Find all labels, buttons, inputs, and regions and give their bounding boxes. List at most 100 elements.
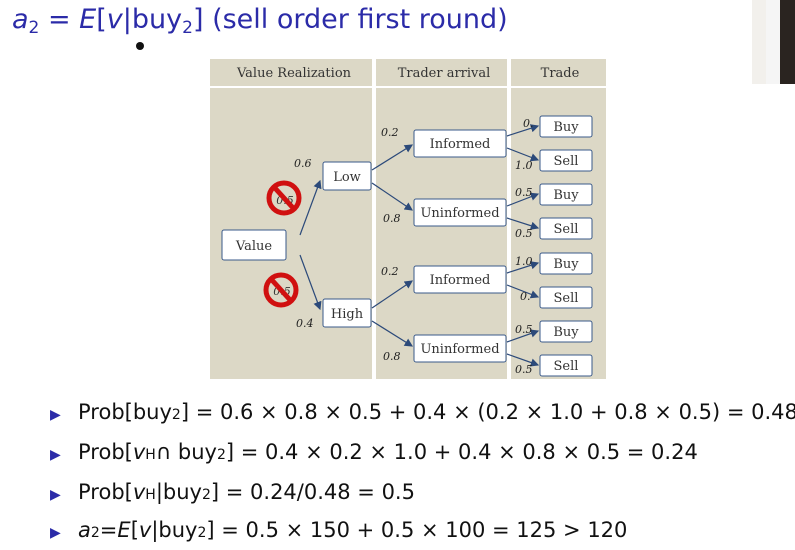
edge-inf1-sell — [506, 147, 540, 162]
prob-uninformed-2: 0.8 — [383, 350, 401, 363]
b4-sub: 2 — [197, 525, 207, 541]
tree-edges — [299, 124, 540, 367]
b2-pre: Prob[ — [78, 440, 133, 464]
label-trade-8: Sell — [554, 359, 579, 374]
bullet-triangle-icon: ▶ — [50, 407, 61, 423]
label-trade-2: Sell — [554, 154, 579, 169]
title-a-sub: 2 — [28, 18, 40, 38]
prob-trade-4: 0.5 — [515, 227, 533, 240]
node-uninformed-2 — [413, 334, 507, 363]
label-value: Value — [235, 239, 272, 254]
edge-uninf1-buy — [506, 192, 540, 207]
b2-post: ] = 0.4 × 0.2 × 1.0 + 0.4 × 0.8 × 0.5 = … — [225, 440, 698, 464]
b4-eq: = — [99, 518, 118, 542]
b2-v: v — [132, 440, 146, 464]
b3-sup: H — [145, 487, 156, 503]
webcam-thumbnail — [752, 0, 795, 84]
node-trade-4 — [539, 217, 593, 240]
node-low — [322, 161, 372, 191]
title-buy-sub: 2 — [182, 18, 193, 38]
prob-trade-2: 1.0 — [515, 159, 533, 172]
edge-uninf1-sell — [506, 217, 540, 230]
edge-high-uninformed — [371, 320, 414, 347]
label-trade-3: Buy — [553, 188, 579, 203]
forbid-slash-upper — [272, 185, 296, 211]
node-uninformed-1 — [413, 198, 507, 227]
b4-a-sub: 2 — [90, 525, 100, 541]
label-trade-1: Buy — [553, 120, 579, 135]
slide-title: a2 = E[v|buy2] (sell order first round) — [12, 4, 508, 38]
forbidden-sign-lower: 0.5 — [263, 272, 299, 308]
title-note: (sell order first round) — [203, 4, 508, 35]
prob-trade-8: 0.5 — [515, 363, 533, 376]
node-value — [221, 229, 287, 261]
b3-mid: |buy — [155, 480, 202, 504]
prob-trade-3: 0.5 — [515, 186, 533, 199]
node-trade-8 — [539, 354, 593, 377]
edge-probabilities: 0.6 0.4 0.2 0.8 0.2 0.8 0. 1.0 0.5 0.5 1… — [294, 117, 534, 376]
label-trade-6: Sell — [554, 291, 579, 306]
node-trade-3 — [539, 183, 593, 206]
forbid-circle-lower — [263, 272, 299, 308]
b4-a: a — [78, 518, 91, 542]
prob-informed-2: 0.2 — [381, 265, 399, 278]
prob-informed-1: 0.2 — [381, 126, 399, 139]
label-informed-1: Informed — [430, 137, 491, 152]
bullet-triangle-icon: ▶ — [50, 525, 61, 541]
forbid-slash-lower — [269, 277, 293, 303]
header-value-realization: Value Realization — [236, 66, 352, 81]
node-labels: Value Low High Informed Uninformed Infor… — [235, 120, 579, 374]
label-high: High — [331, 307, 364, 322]
b3-sub: 2 — [201, 487, 211, 503]
title-eq: = — [39, 4, 80, 35]
title-open: [ — [96, 4, 107, 35]
webcam-presenter — [766, 0, 780, 84]
b1-sub: 2 — [171, 407, 181, 423]
tree-node-boxes — [221, 115, 593, 377]
prob-trade-1: 0. — [523, 117, 534, 130]
label-uninformed-2: Uninformed — [420, 342, 499, 357]
edge-inf2-buy — [506, 261, 540, 274]
header-trade: Trade — [541, 66, 580, 81]
b4-open: [ — [130, 518, 139, 542]
node-trade-6 — [539, 286, 593, 309]
title-v: v — [106, 4, 123, 35]
title-a: a — [12, 4, 29, 35]
label-trade-7: Buy — [553, 325, 579, 340]
b2-sup: H — [145, 447, 156, 463]
edge-value-low — [299, 179, 322, 236]
prob-trade-7: 0.5 — [515, 323, 533, 336]
b4-E: E — [117, 518, 131, 542]
prob-low: 0.6 — [294, 157, 312, 170]
title-E: E — [79, 4, 97, 35]
b2-mid: ∩ buy — [155, 440, 217, 464]
label-trade-4: Sell — [554, 222, 579, 237]
edge-value-high — [299, 254, 322, 311]
tree-svg: Value Realization Trader arrival Trade — [210, 59, 606, 379]
node-trade-1 — [539, 115, 593, 138]
edge-high-informed — [371, 280, 413, 309]
title-buy: buy — [131, 4, 183, 35]
header-trader-arrival: Trader arrival — [398, 66, 491, 81]
node-informed-2 — [413, 265, 507, 294]
b3-pre: Prob[ — [78, 480, 133, 504]
b3-v: v — [132, 480, 146, 504]
forbid-circle-upper — [266, 180, 302, 216]
node-high — [322, 298, 372, 328]
edge-inf2-sell — [506, 284, 540, 299]
bullet-triangle-icon: ▶ — [50, 447, 61, 463]
node-trade-2 — [539, 149, 593, 172]
label-trade-5: Buy — [553, 257, 579, 272]
b1-pre: Prob[buy — [78, 400, 172, 424]
probability-tree-figure: Value Realization Trader arrival Trade — [210, 59, 606, 379]
label-informed-2: Informed — [430, 273, 491, 288]
b4-mid: |buy — [151, 518, 198, 542]
edge-low-uninformed — [371, 182, 413, 211]
b4-post: ] = 0.5 × 150 + 0.5 × 100 = 125 > 120 — [206, 518, 628, 542]
edge-uninf2-sell — [506, 353, 540, 367]
title-bar: | — [122, 4, 132, 35]
prob-trade-5: 1.0 — [515, 255, 533, 268]
